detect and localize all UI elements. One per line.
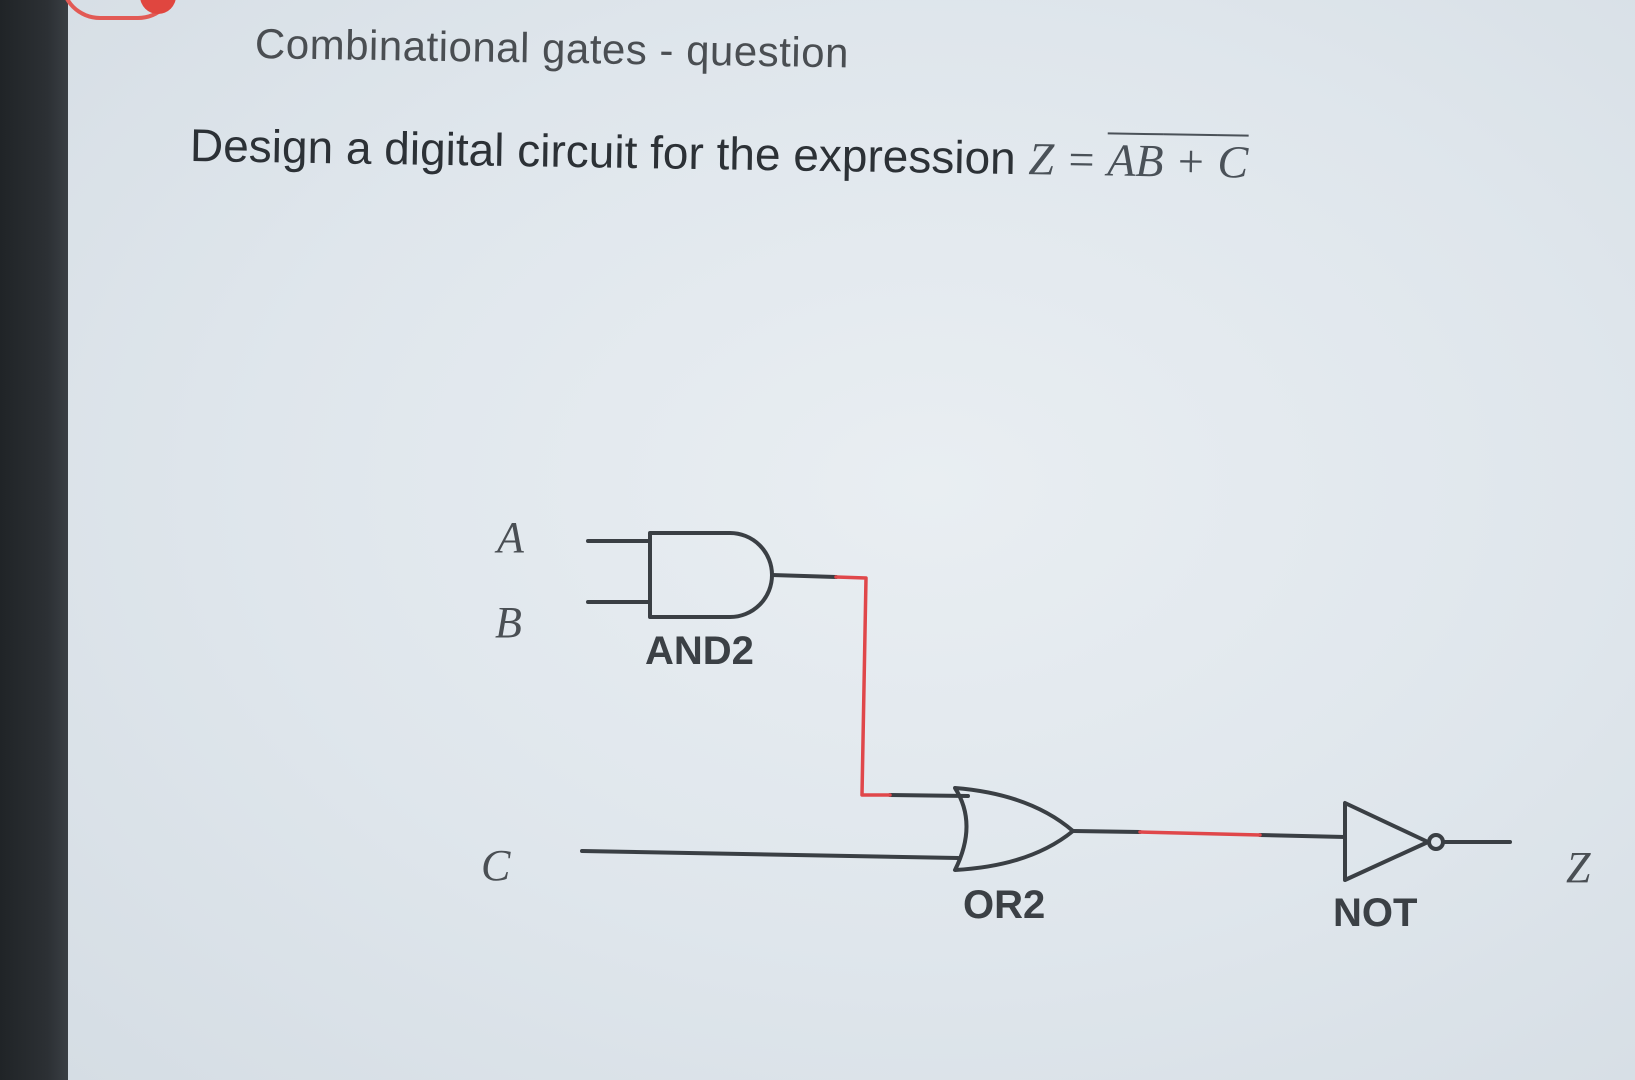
wire-or-out-dark (1071, 829, 1142, 834)
not-gate-bubble (1427, 833, 1445, 851)
input-label-b: B (495, 598, 522, 647)
corner-dot-icon (140, 0, 176, 14)
or-gate-symbol (953, 786, 1075, 872)
or-gate-label: OR2 (963, 883, 1045, 927)
and-gate-label: AND2 (645, 629, 754, 673)
screen-bezel (0, 0, 68, 1080)
not-gate-symbol (1343, 801, 1430, 882)
wire-not-in-dark (1258, 833, 1347, 839)
input-label-a: A (494, 513, 525, 562)
screen-area (68, 0, 1635, 1080)
output-label-z: Z (1566, 843, 1591, 892)
wire-and-out-dark (770, 573, 838, 579)
input-label-c: C (481, 841, 511, 890)
and-gate-symbol (648, 531, 774, 619)
wire-input-c (580, 849, 960, 860)
wire-or-in-top (888, 793, 970, 798)
wire-and-to-or-highlight (834, 575, 892, 797)
wire-or-to-not-highlight (1138, 830, 1262, 837)
not-gate-label: NOT (1333, 891, 1417, 935)
